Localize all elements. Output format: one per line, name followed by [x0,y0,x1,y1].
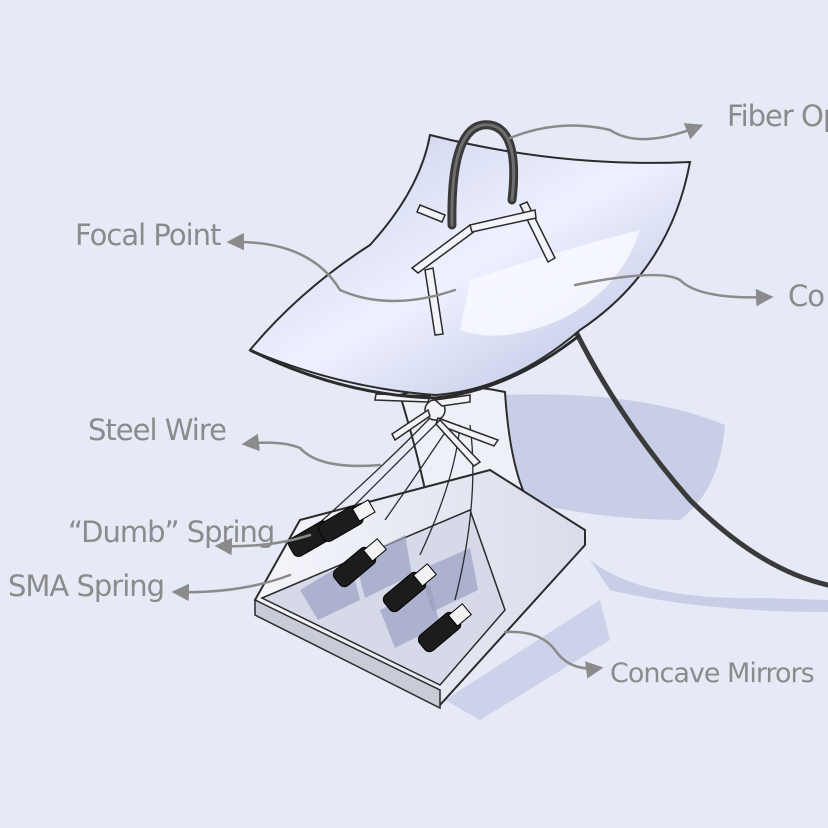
label-focal-point: Focal Point [75,221,220,250]
label-steel-wire: Steel Wire [88,416,226,445]
label-dumb-spring: “Dumb” Spring [68,518,274,547]
arrow-steel-wire [245,443,380,466]
base-shadow [590,560,828,612]
label-concave-mirrors: Concave Mirrors [610,660,814,687]
label-fiber-optic: Fiber Op [727,102,828,131]
arrow-fiber-optic [510,126,700,140]
label-sma-spring: SMA Spring [8,572,164,601]
label-concave-right: Co [788,282,824,311]
